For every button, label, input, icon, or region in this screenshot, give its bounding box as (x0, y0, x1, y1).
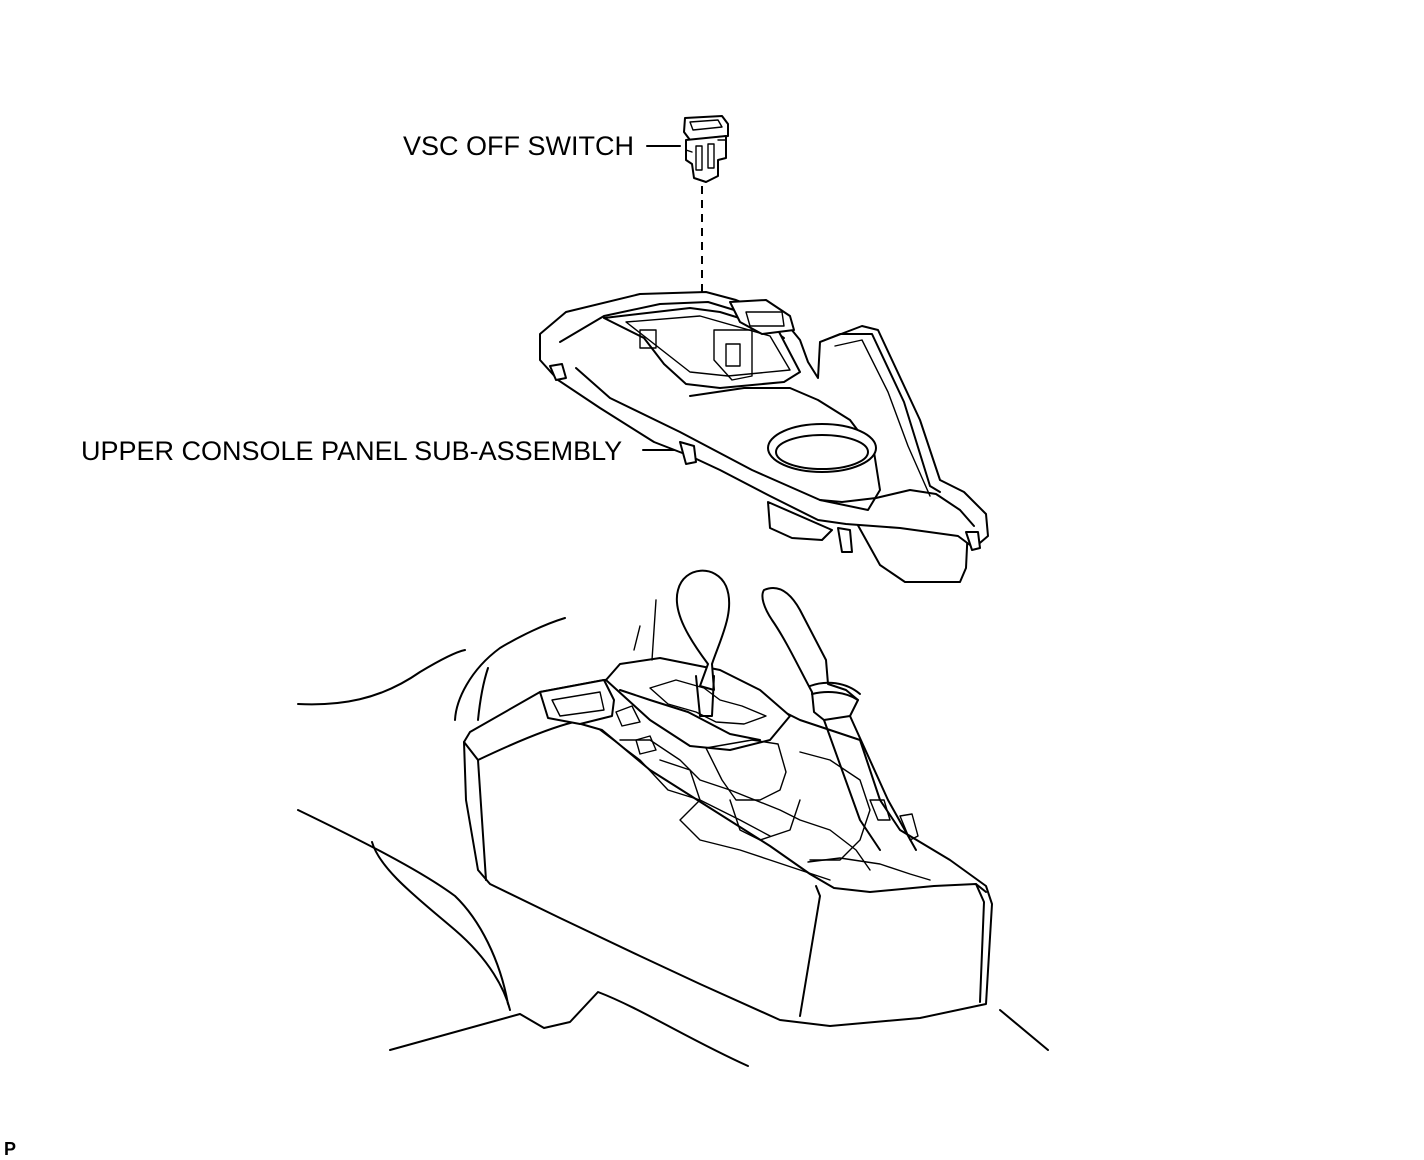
vsc-off-switch-part (683, 115, 729, 183)
lower-console-assembly (297, 569, 1049, 1067)
upper-console-panel-label: UPPER CONSOLE PANEL SUB-ASSEMBLY (81, 436, 623, 466)
corner-code-label: P (4, 1139, 17, 1159)
upper-console-panel-part (539, 291, 989, 583)
vsc-off-switch-label: VSC OFF SWITCH (403, 131, 634, 161)
